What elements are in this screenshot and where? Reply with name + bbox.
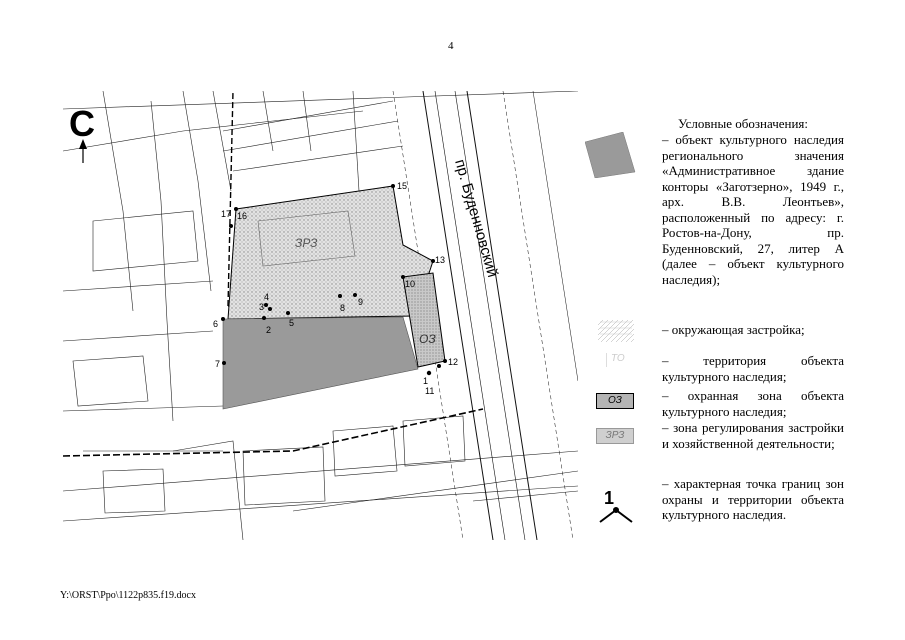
point-label-8: 8 — [340, 303, 345, 313]
point-label-12: 12 — [448, 357, 458, 367]
point-label-10: 10 — [405, 279, 415, 289]
point-label-13: 13 — [435, 255, 445, 265]
point-label-3: 3 — [259, 302, 264, 312]
legend-swatch-object — [585, 132, 636, 178]
legend-item-surrounding: – окружающая застройка; — [662, 322, 805, 337]
avenue-corridor — [392, 91, 578, 540]
point-label-1: 1 — [423, 376, 428, 386]
legend-item-point: – характерная точка границ зон охраны и … — [662, 476, 844, 522]
legend-swatch-oz: ОЗ — [596, 393, 634, 409]
oz-zone-label: ОЗ — [419, 332, 436, 346]
north-letter: С — [69, 103, 95, 144]
legend-point-symbol-icon — [599, 507, 633, 523]
legend-swatch-zrz: ЗРЗ — [596, 428, 634, 444]
legend-item-oz: – охранная зона объекта культурного насл… — [662, 388, 844, 419]
point-label-17: 17 — [221, 209, 231, 219]
point-label-2: 2 — [266, 325, 271, 335]
footer-file-path: Y:\ORST\Ppo\1122p835.f19.docx — [60, 590, 196, 601]
legend-item-zrz: – зона регулирования застройки и хозяйст… — [662, 420, 844, 451]
point-label-6: 6 — [213, 319, 218, 329]
point-label-11: 11 — [425, 386, 434, 396]
legend-item-territory: – территория объекта культурного наследи… — [662, 353, 844, 384]
point-label-5: 5 — [289, 318, 294, 328]
legend-swatch-surrounding — [598, 320, 634, 342]
heritage-object-polygon — [222, 316, 419, 410]
page-number: 4 — [448, 40, 454, 52]
site-plan-map: ЗРЗ ОЗ пр. Буденновский С 1 2 3 4 5 6 7 … — [63, 91, 578, 540]
boundary-points: 1 2 3 4 5 6 7 8 9 10 11 12 13 15 16 17 — [213, 181, 458, 396]
legend-title: Условные обозначения: — [678, 116, 809, 131]
point-label-16: 16 — [237, 211, 247, 221]
zrz-building-outline — [257, 210, 356, 267]
point-label-9: 9 — [358, 297, 363, 307]
legend-item-object: – объект культурного наследия региональн… — [662, 132, 844, 287]
legend-swatch-territory: ТО — [606, 353, 635, 367]
north-arrow: С — [69, 103, 95, 163]
zrz-zone-label: ЗРЗ — [295, 236, 318, 250]
point-label-7: 7 — [215, 359, 220, 369]
point-label-15: 15 — [397, 181, 407, 191]
legend-point-symbol-number: 1 — [604, 488, 615, 508]
point-label-4: 4 — [264, 292, 269, 302]
